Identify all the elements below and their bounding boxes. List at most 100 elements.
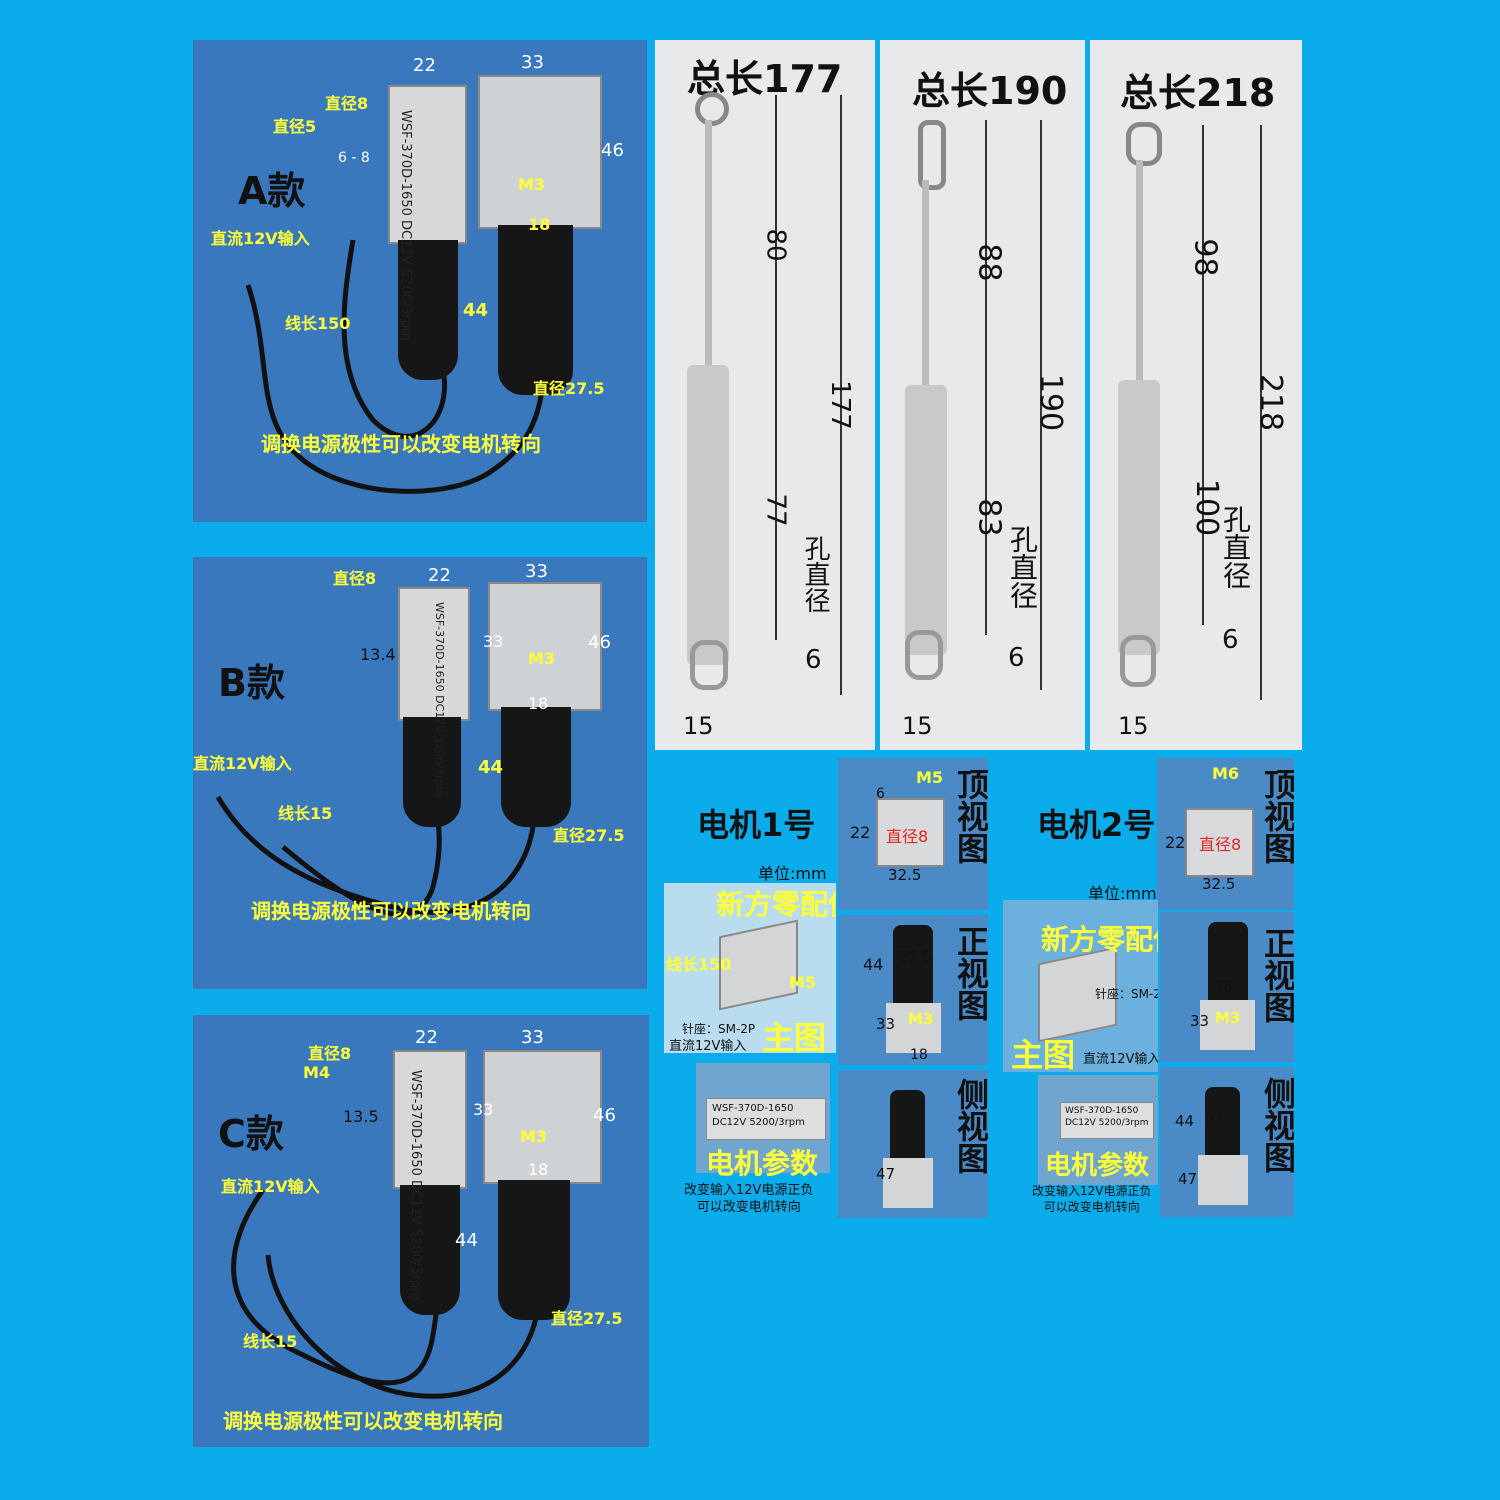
gearbox-right bbox=[478, 75, 602, 229]
main-view-label: 主图 bbox=[762, 1019, 827, 1053]
side-h44: 44 bbox=[1175, 1112, 1195, 1130]
variant-c-panel: WSF-370D-1650 DC12V 5200/3rpm C款 直径8 M4 … bbox=[193, 1015, 649, 1447]
m4-label: M4 bbox=[303, 1063, 331, 1082]
total-dim: 218 bbox=[1253, 373, 1289, 432]
motor1-main-view: 新方零配件 线长150 M5 针座：SM-2P 直流12V输入 主图 bbox=[664, 883, 836, 1053]
front-d: 27.5 bbox=[898, 948, 932, 966]
variant-title: C款 bbox=[218, 1112, 284, 1156]
front-18: 18 bbox=[910, 1047, 928, 1063]
rod-bottom-eye bbox=[1120, 635, 1156, 687]
dim-m3: M3 bbox=[528, 649, 556, 668]
rod-title: 总长190 bbox=[912, 69, 1068, 113]
nameplate: WSF-370D-1650 DC12V 5200/3rpm bbox=[398, 110, 413, 341]
bottom-dim: 15 bbox=[683, 712, 714, 740]
dim-22: 22 bbox=[413, 55, 436, 76]
top-d6: 6 bbox=[876, 786, 885, 802]
front-body bbox=[1208, 922, 1248, 1002]
motor2-title: 电机2号 bbox=[1037, 806, 1156, 844]
hole-dim: 6 bbox=[1008, 643, 1025, 673]
rod-piston bbox=[1136, 160, 1143, 385]
main-wire: 线长150 bbox=[666, 955, 732, 974]
polarity-note: 调换电源极性可以改变电机转向 bbox=[261, 432, 541, 456]
front-m3: M3 bbox=[1215, 1009, 1241, 1027]
dim-46: 46 bbox=[588, 632, 611, 653]
hole-dim: 6 bbox=[1222, 625, 1239, 655]
params-label: 电机参数 bbox=[706, 1147, 819, 1180]
rod-panel-1: 总长177 80 77 177 孔直径 6 15 bbox=[655, 40, 875, 750]
dim-line-total bbox=[840, 95, 842, 695]
top-box bbox=[876, 798, 945, 867]
motor2-main-view: 新方零配件 针座：SM-2P 直流12V输入 主图 bbox=[1003, 900, 1158, 1072]
nameplate: WSF-370D-1650 DC12V 5200/3rpm bbox=[433, 602, 446, 798]
motor2-front-view: 18 33 M3 正视图 bbox=[1160, 912, 1294, 1062]
front-body bbox=[893, 925, 933, 1005]
brand: 新方零配件 bbox=[1041, 923, 1158, 956]
dim-22: 22 bbox=[428, 565, 451, 586]
front-h44: 44 bbox=[863, 955, 884, 974]
dim-line-total bbox=[1040, 120, 1042, 690]
params-plate bbox=[706, 1098, 826, 1140]
rod-eye bbox=[695, 92, 729, 126]
dim-44: 44 bbox=[455, 1230, 478, 1251]
side-view-label: 侧视图 bbox=[952, 1078, 988, 1174]
main-input: 直流12V输入 bbox=[669, 1039, 747, 1053]
rod-piston bbox=[705, 120, 712, 370]
cable bbox=[215, 795, 536, 917]
total-dim: 190 bbox=[1033, 373, 1069, 432]
motor-body-right bbox=[501, 707, 571, 827]
top-m6: M6 bbox=[1212, 764, 1240, 783]
top-w: 32.5 bbox=[1202, 875, 1236, 893]
dim-6-8: 6 - 8 bbox=[338, 150, 370, 166]
motor1-side-view: 47 侧视图 bbox=[838, 1070, 988, 1218]
bottom-dim: 15 bbox=[1118, 712, 1149, 740]
body-diameter: 直径27.5 bbox=[553, 826, 625, 845]
dim-22: 22 bbox=[415, 1027, 438, 1048]
shaft-dia-8: 直径8 bbox=[308, 1044, 352, 1063]
params-note: 改变输入12V电源正负可以改变电机转向 bbox=[1032, 1184, 1152, 1214]
motor-body-right bbox=[498, 225, 573, 395]
dim-m3: M3 bbox=[520, 1127, 548, 1146]
dim-44: 44 bbox=[463, 300, 489, 321]
dim-33-v: 33 bbox=[473, 1100, 494, 1119]
cable bbox=[245, 239, 546, 494]
variant-title: B款 bbox=[218, 661, 285, 705]
side-body bbox=[1205, 1087, 1240, 1157]
variant-title: A款 bbox=[238, 169, 306, 213]
side-h47: 47 bbox=[876, 1165, 896, 1183]
gearbox-left bbox=[388, 85, 467, 244]
body-diameter: 直径27.5 bbox=[533, 379, 605, 398]
hole-dim: 6 bbox=[805, 645, 822, 675]
dim-18: 18 bbox=[528, 215, 551, 234]
motor-body-left bbox=[400, 1185, 460, 1315]
dim-18: 18 bbox=[528, 1160, 549, 1179]
main-pin: 针座：SM-2P bbox=[1095, 987, 1158, 1001]
rod-panel-2: 总长190 88 83 190 孔直径 6 15 bbox=[880, 40, 1085, 750]
rod-cylinder bbox=[1118, 380, 1160, 655]
shaft-dia-8: 直径8 bbox=[333, 569, 377, 588]
dim-33: 33 bbox=[525, 561, 548, 582]
gearbox-left bbox=[393, 1050, 467, 1189]
gearbox-right bbox=[488, 582, 602, 711]
dim-line bbox=[1202, 125, 1204, 625]
hole-label: 孔直径 bbox=[800, 535, 830, 613]
dim-44: 44 bbox=[478, 757, 504, 778]
wire-length: 线长15 bbox=[278, 804, 333, 823]
dim-line bbox=[775, 95, 777, 640]
top-m5: M5 bbox=[916, 768, 944, 787]
total-dim: 177 bbox=[824, 380, 855, 430]
front-box bbox=[1200, 1000, 1255, 1050]
motor1-top-view: M5 6 22 直径8 32.5 顶视图 bbox=[838, 758, 988, 910]
side-view-label: 侧视图 bbox=[1259, 1077, 1294, 1173]
motor1-title: 电机1号 bbox=[697, 806, 816, 844]
dim-46: 46 bbox=[593, 1105, 616, 1126]
dim-line-total bbox=[1260, 125, 1262, 700]
side-body bbox=[890, 1090, 925, 1160]
polarity-note: 调换电源极性可以改变电机转向 bbox=[251, 899, 531, 923]
dim-line bbox=[985, 120, 987, 635]
hole-label: 孔直径 bbox=[1219, 505, 1252, 589]
main-pin: 针座：SM-2P bbox=[682, 1022, 756, 1036]
wire-length: 线长15 bbox=[243, 1332, 298, 1351]
body-diameter: 直径27.5 bbox=[551, 1309, 623, 1328]
